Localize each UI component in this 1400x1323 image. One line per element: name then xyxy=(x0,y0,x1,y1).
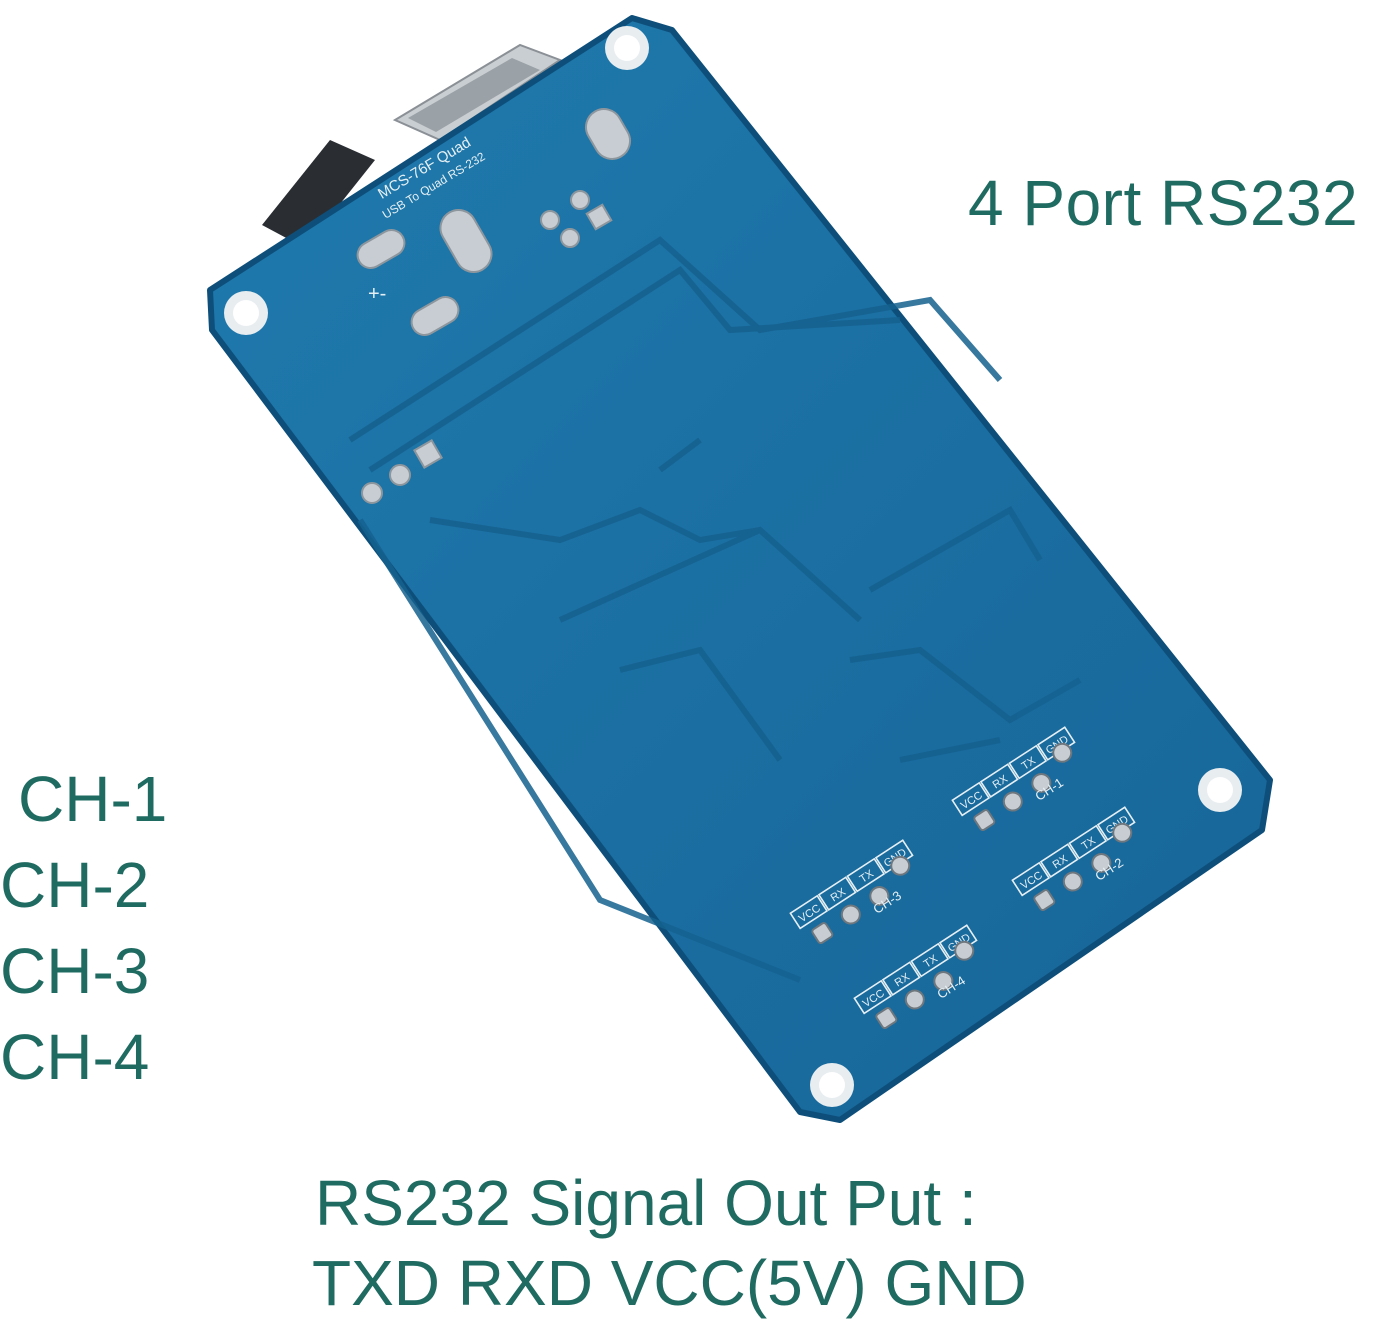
header-solder-pad xyxy=(1002,791,1023,812)
header-solder-pad xyxy=(1033,889,1056,911)
header-solder-pad xyxy=(811,922,834,944)
pcb-traces xyxy=(348,236,1082,983)
channel-label-4: CH-4 xyxy=(0,1021,150,1093)
header-block-ch-4: VCCRXTXGNDCH-4 xyxy=(853,924,978,1029)
power-polarity-mark: +- xyxy=(368,283,386,305)
channel-label-1: CH-1 xyxy=(18,763,168,835)
header-solder-pad xyxy=(1091,853,1112,874)
signal-output-title: RS232 Signal Out Put : xyxy=(315,1167,977,1239)
small-pads xyxy=(361,190,613,504)
header-solder-pad xyxy=(1052,742,1073,763)
channel-label-3: CH-3 xyxy=(0,935,150,1007)
header-pin-box xyxy=(817,876,857,911)
header-pin-box xyxy=(1011,861,1051,897)
header-pin-box xyxy=(846,857,886,893)
header-solder-pad xyxy=(1031,773,1052,794)
header-pin-box xyxy=(1039,843,1079,878)
header-pin-box xyxy=(853,979,893,1015)
header-solder-pad xyxy=(954,940,975,961)
header-solder-pad xyxy=(890,855,911,876)
header-solder-pad xyxy=(1112,822,1133,843)
header-solder-pad xyxy=(1062,871,1083,892)
header-pin-box xyxy=(881,961,921,996)
header-solder-pad xyxy=(904,989,925,1010)
channel-label-2: CH-2 xyxy=(0,849,150,921)
product-heading: 4 Port RS232 xyxy=(968,167,1359,239)
dark-connector xyxy=(262,140,375,248)
header-solder-pad xyxy=(933,971,954,992)
header-pin-box xyxy=(789,894,829,930)
signal-output-pins: TXD RXD VCC(5V) GND xyxy=(312,1247,1027,1319)
header-pin-box xyxy=(910,942,950,978)
header-solder-pad xyxy=(840,904,861,925)
header-solder-pad xyxy=(973,809,996,831)
header-pin-box xyxy=(1008,744,1048,780)
mounting-holes xyxy=(224,26,1242,1107)
power-jack-pads xyxy=(356,108,631,336)
header-solder-pad xyxy=(875,1007,898,1029)
usb-connector xyxy=(392,43,563,142)
header-pin-box xyxy=(951,781,991,817)
header-pin-box xyxy=(979,763,1019,798)
header-pin-box xyxy=(1068,824,1108,860)
header-solder-pad xyxy=(869,886,890,907)
